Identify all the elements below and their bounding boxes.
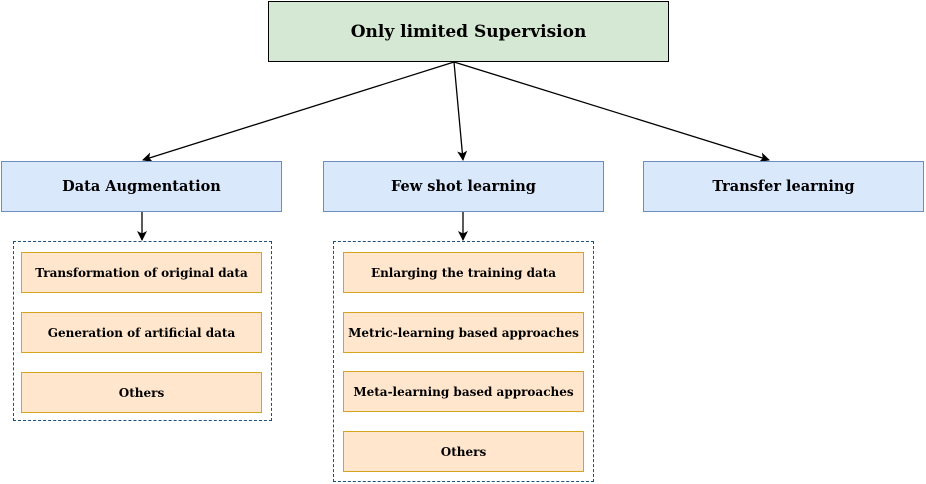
- edge-root-to-transfer-learning: [453, 61, 770, 163]
- category-transfer-learning: Transfer learning: [643, 161, 924, 212]
- leaf-data-augmentation-others: Others: [21, 372, 262, 413]
- category-data-augmentation: Data Augmentation: [1, 161, 282, 212]
- edge-root-to-data-augmentation: [142, 61, 455, 163]
- edge-root-to-few-shot-learning: [453, 61, 468, 161]
- category-few-shot-learning: Few shot learning: [323, 161, 604, 212]
- leaf-meta-learning-based-approaches: Meta-learning based approaches: [343, 371, 584, 412]
- leaf-metric-learning-based-approaches: Metric-learning based approaches: [343, 312, 584, 353]
- few-shot-learning-group: Enlarging the training data Metric-learn…: [333, 241, 594, 482]
- data-augmentation-group: Transformation of original data Generati…: [13, 241, 272, 421]
- root-node: Only limited Supervision: [268, 1, 669, 62]
- leaf-few-shot-learning-others: Others: [343, 431, 584, 472]
- leaf-generation-of-artificial-data: Generation of artificial data: [21, 312, 262, 353]
- leaf-transformation-of-original-data: Transformation of original data: [21, 252, 262, 293]
- leaf-enlarging-the-training-data: Enlarging the training data: [343, 252, 584, 293]
